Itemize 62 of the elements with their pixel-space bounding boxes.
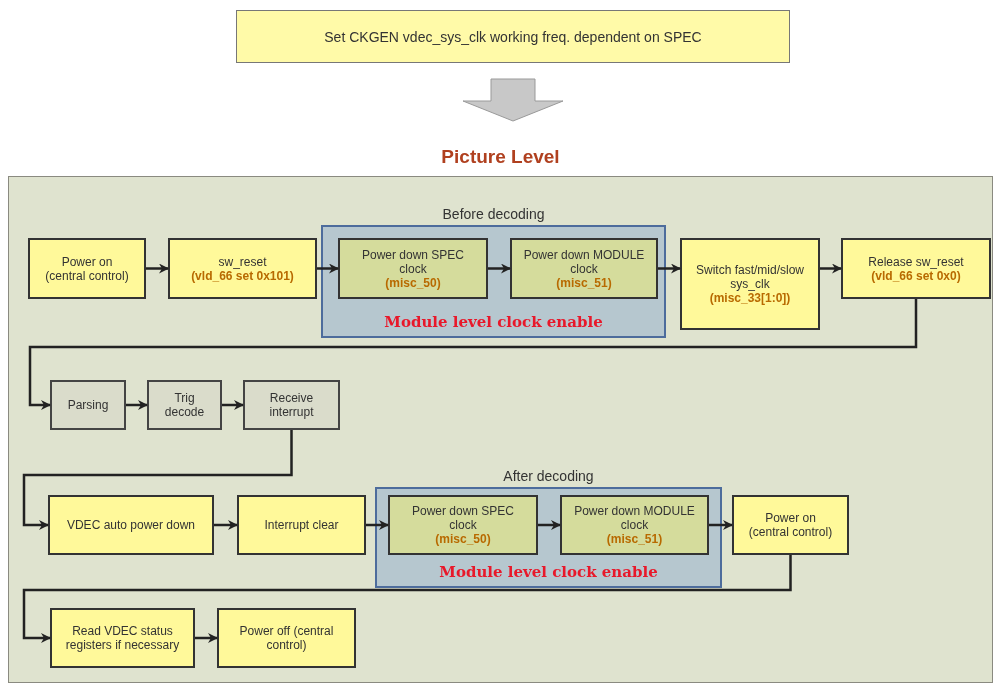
arrow [28, 299, 918, 410]
process-box [237, 495, 366, 555]
box-label: Trig decode [163, 391, 206, 419]
arrow [22, 430, 293, 530]
process-box [732, 495, 849, 555]
arrow [488, 263, 511, 274]
register-label: (misc_51) [605, 532, 664, 546]
box-label: Power down SPEC clock [360, 247, 465, 276]
box-label: Power down MODULE clock [573, 504, 696, 532]
box-label: Power on (central control) [44, 254, 130, 283]
box-label: Release sw_reset [867, 254, 965, 269]
arrow [146, 263, 169, 274]
box-label: Power down SPEC clock [410, 504, 515, 532]
box-label: sw_reset [217, 254, 268, 269]
process-box [338, 238, 488, 299]
process-box [510, 238, 658, 299]
box-label: Interrupt clear [263, 518, 340, 532]
arrow [366, 520, 389, 530]
process-box [217, 608, 356, 668]
arrow [22, 555, 792, 643]
box-label: Set CKGEN vdec_sys_clk working freq. dependent on SPEC [323, 29, 703, 44]
group-caption: Module level clock enable [439, 563, 658, 581]
arrow [538, 520, 561, 530]
process-box [841, 238, 991, 299]
process-box [50, 608, 195, 668]
arrow [658, 263, 681, 274]
box-label: Switch fast/mid/slow sys_clk [695, 263, 805, 291]
arrow [214, 520, 238, 530]
arrow [317, 263, 339, 274]
title-box [236, 10, 790, 63]
box-label: Power down MODULE clock [522, 247, 646, 276]
group-heading: After decoding [502, 468, 595, 484]
box-label: Parsing [66, 398, 110, 412]
arrow [126, 400, 148, 410]
group-heading: Picture Level [440, 146, 561, 168]
register-label: (vld_66 set 0x0) [870, 268, 961, 283]
box-label: Receive interrupt [268, 391, 315, 419]
arrow [222, 400, 244, 410]
box-label: Read VDEC status registers if necessary [64, 624, 181, 652]
block-arrow [462, 78, 564, 122]
arrow [195, 633, 218, 643]
process-box [680, 238, 820, 330]
register-label: (misc_51) [555, 275, 613, 290]
process-box [243, 380, 340, 430]
process-box [388, 495, 538, 555]
arrow [820, 263, 842, 274]
register-label: (misc_50) [384, 275, 442, 290]
box-label: VDEC auto power down [65, 518, 197, 532]
process-box [147, 380, 222, 430]
group-heading: Before decoding [441, 206, 546, 222]
group-caption: Module level clock enable [384, 313, 603, 331]
box-label: Power off (central control) [238, 624, 335, 652]
process-box [28, 238, 146, 299]
arrow [709, 520, 733, 530]
register-label: (misc_50) [434, 532, 492, 546]
process-box [168, 238, 317, 299]
process-box [50, 380, 126, 430]
process-box [48, 495, 214, 555]
register-label: (vld_66 set 0x101) [190, 268, 295, 283]
process-box [560, 495, 709, 555]
box-label: Power on (central control) [747, 511, 834, 539]
register-label: (misc_33[1:0]) [708, 291, 792, 305]
